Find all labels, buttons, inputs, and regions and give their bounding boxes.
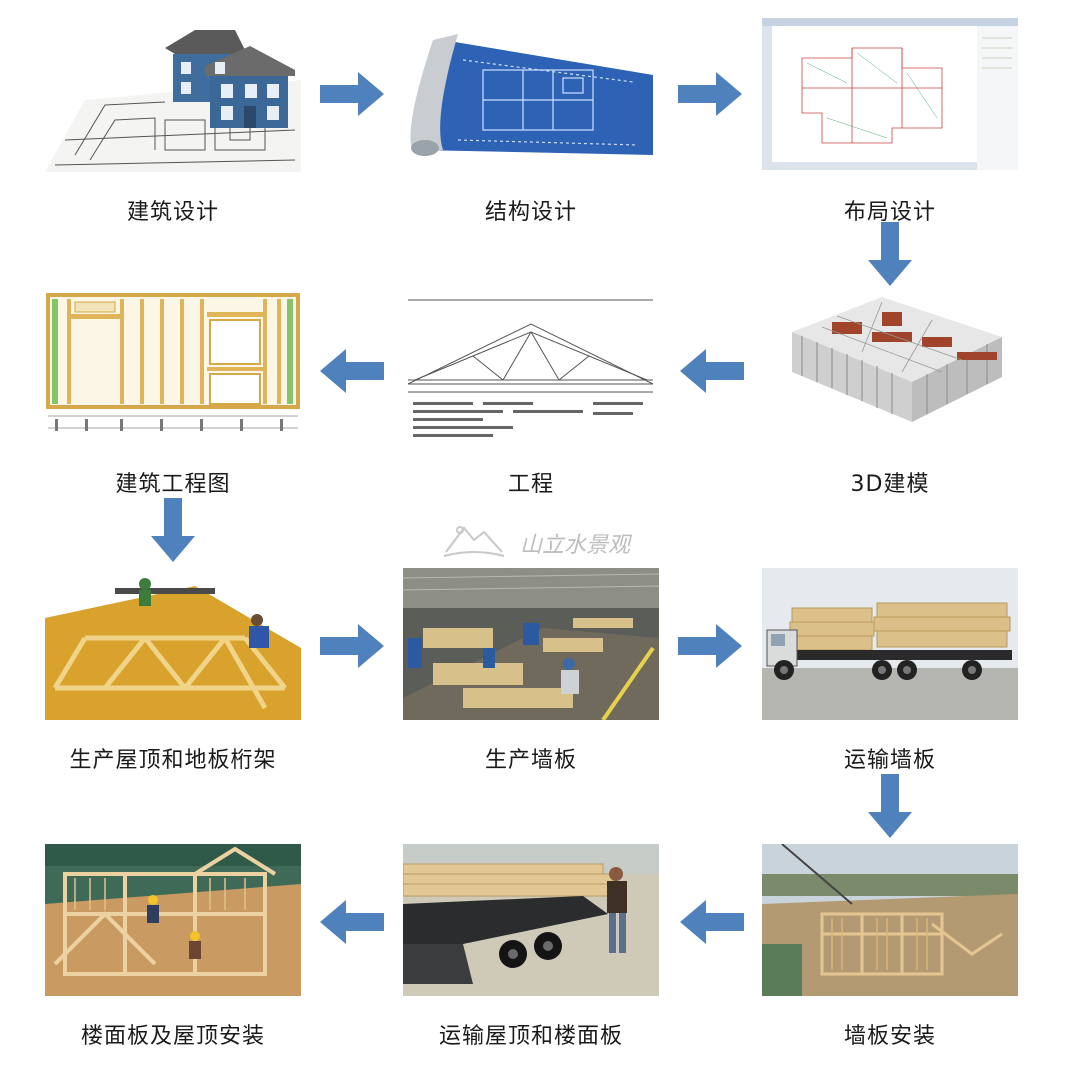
house-model-on-blueprint-picture xyxy=(45,20,301,172)
step-label: 建筑工程图 xyxy=(115,472,231,497)
arrow-right-icon xyxy=(678,72,742,116)
arrow-down-icon xyxy=(151,498,195,562)
rolled-blueprint-picture xyxy=(403,20,659,172)
panel-delivery-truck-picture xyxy=(762,568,1018,720)
arrow-left-icon xyxy=(320,900,384,944)
step-label: 建筑设计 xyxy=(126,200,219,225)
3d-house-frame-model-picture xyxy=(762,292,1018,444)
wall-panel-factory-picture xyxy=(403,568,659,720)
step-label: 工程 xyxy=(507,472,554,497)
truss-trailer-delivery-picture xyxy=(403,844,659,996)
arrow-left-icon xyxy=(680,349,744,393)
step-label: 墙板安装 xyxy=(843,1024,936,1049)
arrow-down-icon xyxy=(868,222,912,286)
truss-production-table-picture xyxy=(45,568,301,720)
watermark-logo: 山立水景观 xyxy=(440,518,650,568)
step-label: 生产墙板 xyxy=(484,748,577,773)
wall-panel-installation-site-picture xyxy=(762,844,1018,996)
arrow-left-icon xyxy=(680,900,744,944)
step-label: 运输墙板 xyxy=(843,748,936,773)
arrow-down-icon xyxy=(868,774,912,838)
wall-framing-elevation-picture xyxy=(45,292,301,444)
step-label: 结构设计 xyxy=(484,200,577,225)
step-label: 3D建模 xyxy=(850,472,930,497)
truss-engineering-drawing-picture xyxy=(403,292,659,444)
cad-layout-screen-picture xyxy=(762,18,1018,170)
step-label: 布局设计 xyxy=(843,200,936,225)
arrow-right-icon xyxy=(678,624,742,668)
floor-and-roof-installation-picture xyxy=(45,844,301,996)
arrow-right-icon xyxy=(320,624,384,668)
step-label: 楼面板及屋顶安装 xyxy=(80,1024,265,1049)
step-label: 生产屋顶和地板桁架 xyxy=(69,748,277,773)
step-label: 运输屋顶和楼面板 xyxy=(438,1024,623,1049)
svg-text:山立水景观: 山立水景观 xyxy=(520,533,633,558)
arrow-left-icon xyxy=(320,349,384,393)
arrow-right-icon xyxy=(320,72,384,116)
